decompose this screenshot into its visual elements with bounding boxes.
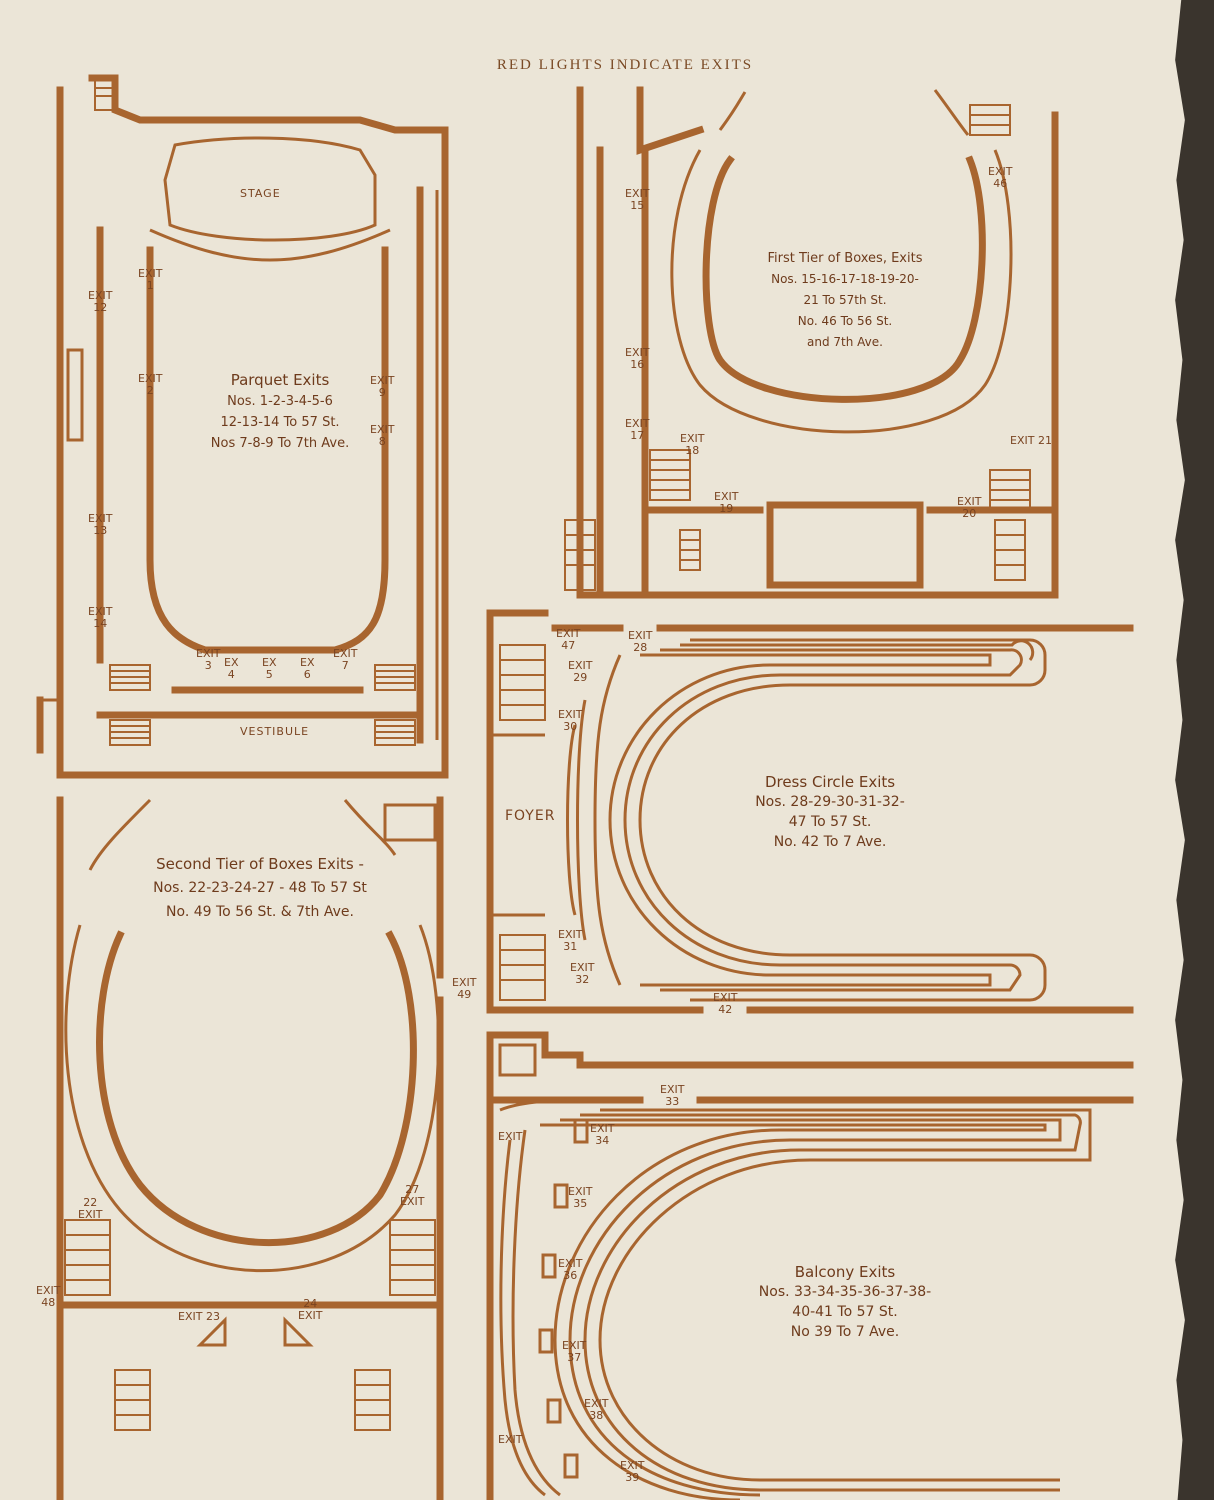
stage-label: STAGE [240, 187, 281, 200]
first-tier-exits-line-1: Nos. 15-16-17-18-19-20- [771, 272, 919, 286]
balcony-exits-line-2: 40-41 To 57 St. [792, 1304, 898, 1320]
balcony-exits-note: Balcony Exits Nos. 33-34-35-36-37-38- 40… [725, 1262, 965, 1342]
page-title: RED LIGHTS INDICATE EXITS [496, 57, 754, 73]
balcony-exits-line-3: No 39 To 7 Ave. [790, 1324, 900, 1340]
parquet-plan [36, 74, 449, 779]
dress-circle-plan [486, 609, 1134, 1014]
vestibule-label: VESTIBULE [240, 725, 310, 738]
first-tier-plan [564, 86, 1059, 599]
parquet-exits-line-3: Nos 7-8-9 To 7th Ave. [210, 436, 350, 451]
first-tier-exits-line-3: No. 46 To 56 St. [797, 314, 893, 328]
dress-circle-exits-heading: Dress Circle Exits [764, 773, 896, 791]
dress-circle-exits-line-3: No. 42 To 7 Ave. [773, 834, 887, 850]
balcony-exits-heading: Balcony Exits [794, 1263, 896, 1281]
balcony-exits-line-1: Nos. 33-34-35-36-37-38- [758, 1284, 932, 1300]
first-tier-exits-line-2: 21 To 57th St. [803, 293, 887, 307]
second-tier-plan [56, 796, 444, 1500]
first-tier-exits-line-4: and 7th Ave. [807, 335, 883, 349]
foyer-label: FOYER [505, 808, 556, 824]
parquet-exits-line-1: Nos. 1-2-3-4-5-6 [227, 394, 333, 409]
second-tier-exits-line-2: No. 49 To 56 St. & 7th Ave. [166, 904, 354, 920]
second-tier-exits-line-1: Nos. 22-23-24-27 - 48 To 57 St [153, 880, 367, 896]
parquet-exits-heading: Parquet Exits [230, 371, 330, 389]
second-tier-exits-heading: Second Tier of Boxes Exits - [156, 855, 364, 873]
dress-circle-exits-line-1: Nos. 28-29-30-31-32- [755, 794, 905, 810]
balcony-exit-lower: EXIT [498, 1433, 523, 1446]
parquet-exits-note: Parquet Exits Nos. 1-2-3-4-5-6 12-13-14 … [165, 370, 395, 454]
second-tier-exits-note: Second Tier of Boxes Exits - Nos. 22-23-… [110, 852, 410, 924]
balcony-exit: EXIT [498, 1130, 523, 1143]
first-tier-exits-note: First Tier of Boxes, Exits Nos. 15-16-17… [730, 248, 960, 353]
dress-circle-exits-line-2: 47 To 57 St. [788, 814, 872, 830]
first-tier-exits-heading: First Tier of Boxes, Exits [767, 251, 923, 266]
parquet-exits-line-2: 12-13-14 To 57 St. [220, 415, 340, 430]
exit-23: EXIT 23 [178, 1310, 220, 1323]
dress-circle-exits-note: Dress Circle Exits Nos. 28-29-30-31-32- … [720, 772, 940, 852]
balcony-plan [486, 1031, 1134, 1500]
exit-21: EXIT 21 [1010, 434, 1052, 447]
